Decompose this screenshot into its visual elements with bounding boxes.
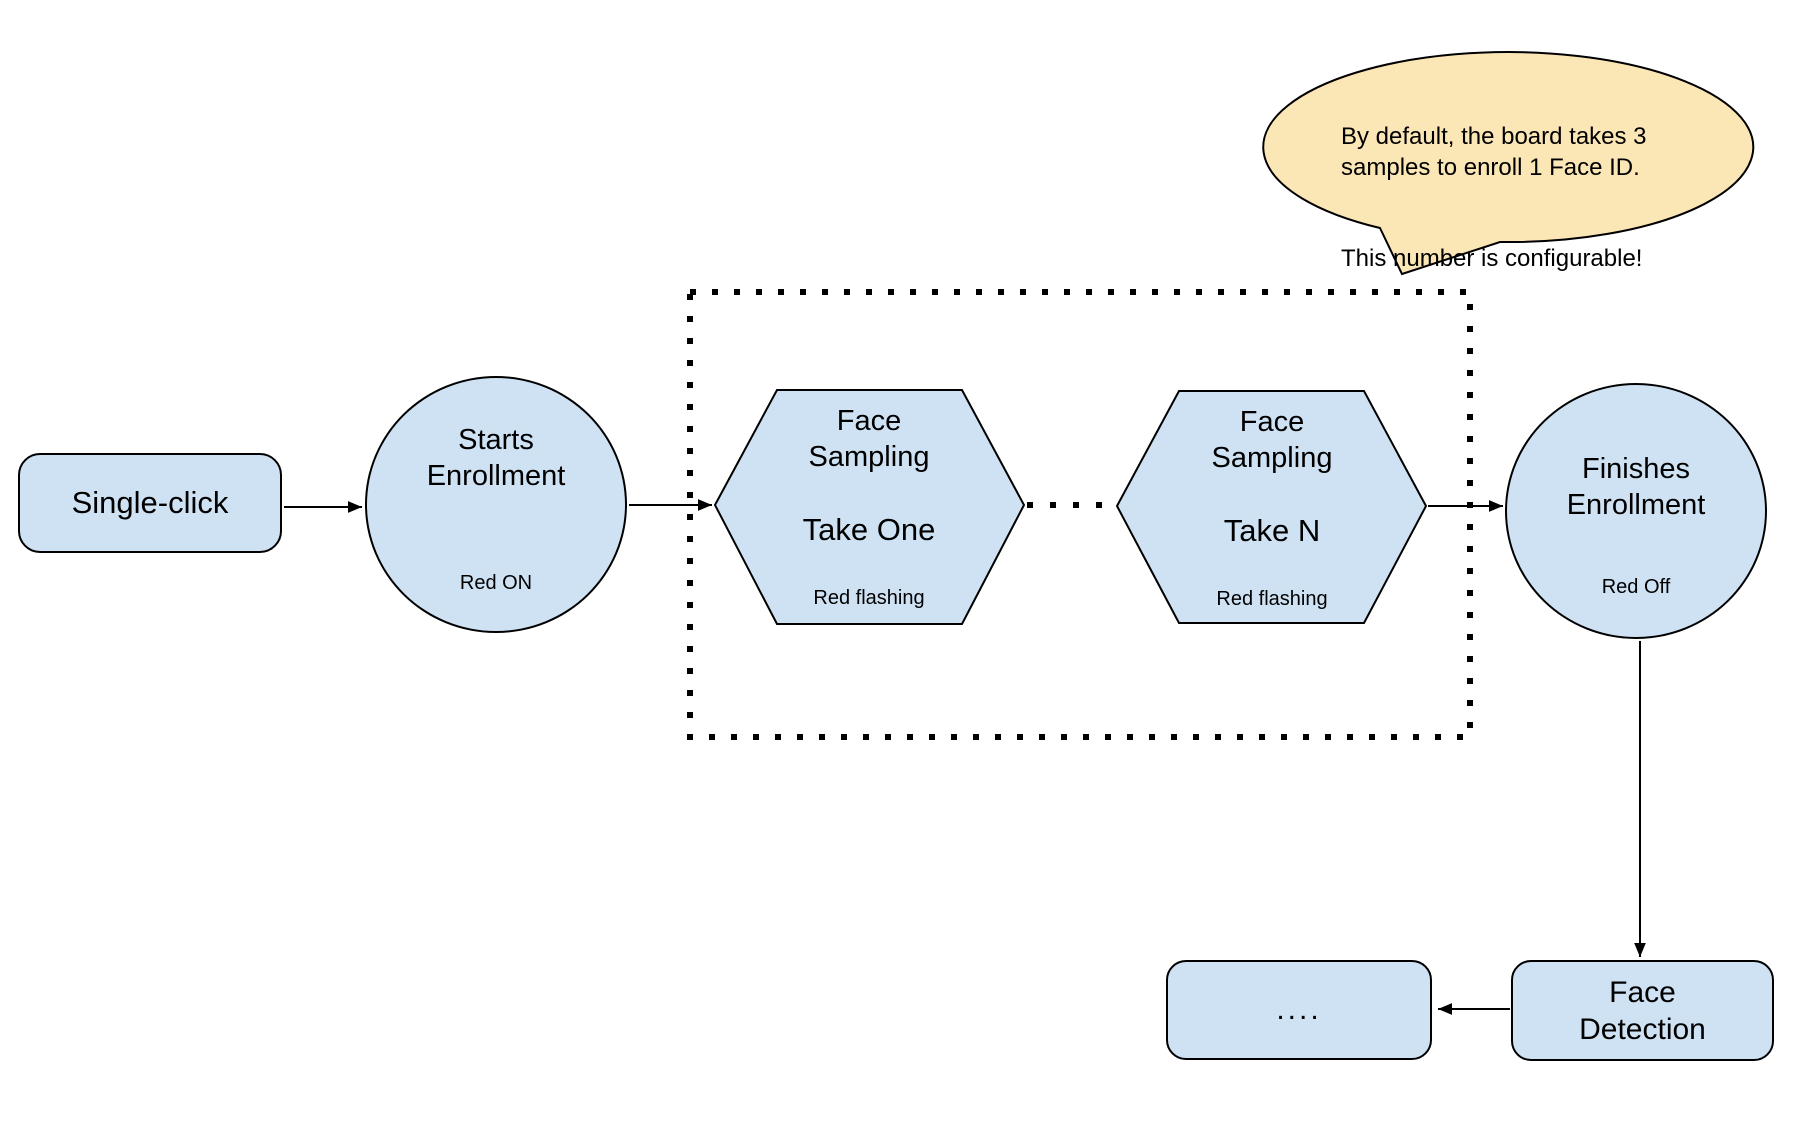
face-sampling-one-take: Take One [802, 512, 936, 547]
callout-text: By default, the board takes 3 samples to… [1341, 90, 1711, 305]
callout-bubble [1262, 51, 1755, 276]
callout-line1: By default, the board takes 3 samples to… [1341, 123, 1647, 181]
face-sampling-n-hexagon [1115, 390, 1428, 624]
face-sampling-n-take: Take N [1223, 513, 1321, 548]
sampling-group-dotted-border [687, 289, 1473, 740]
face-sampling-one-hexagon [713, 389, 1026, 625]
face-sampling-one-status: Red flashing [813, 587, 925, 609]
node-single-click: Single-click [18, 453, 282, 553]
node-face-sampling-one: Face Sampling Take One Red flashing [713, 390, 1025, 625]
face-sampling-n-title: Face Sampling [1211, 406, 1333, 474]
node-face-detection: Face Detection [1511, 960, 1774, 1061]
node-finishes-enrollment: Finishes Enrollment Red Off [1505, 383, 1767, 639]
node-continuation: .... [1166, 960, 1432, 1060]
starts-enrollment-title: Starts Enrollment [426, 424, 566, 492]
node-face-sampling-n: Face Sampling Take N Red flashing [1117, 391, 1427, 623]
finishes-enrollment-title: Finishes Enrollment [1566, 453, 1706, 521]
face-sampling-one-title: Face Sampling [808, 405, 930, 473]
face-sampling-n-status: Red flashing [1216, 588, 1328, 610]
finishes-enrollment-status: Red Off [1601, 576, 1671, 598]
starts-enrollment-status: Red ON [459, 572, 533, 594]
node-starts-enrollment: Starts Enrollment Red ON [365, 376, 627, 633]
callout-line2: This number is configurable! [1341, 245, 1643, 272]
